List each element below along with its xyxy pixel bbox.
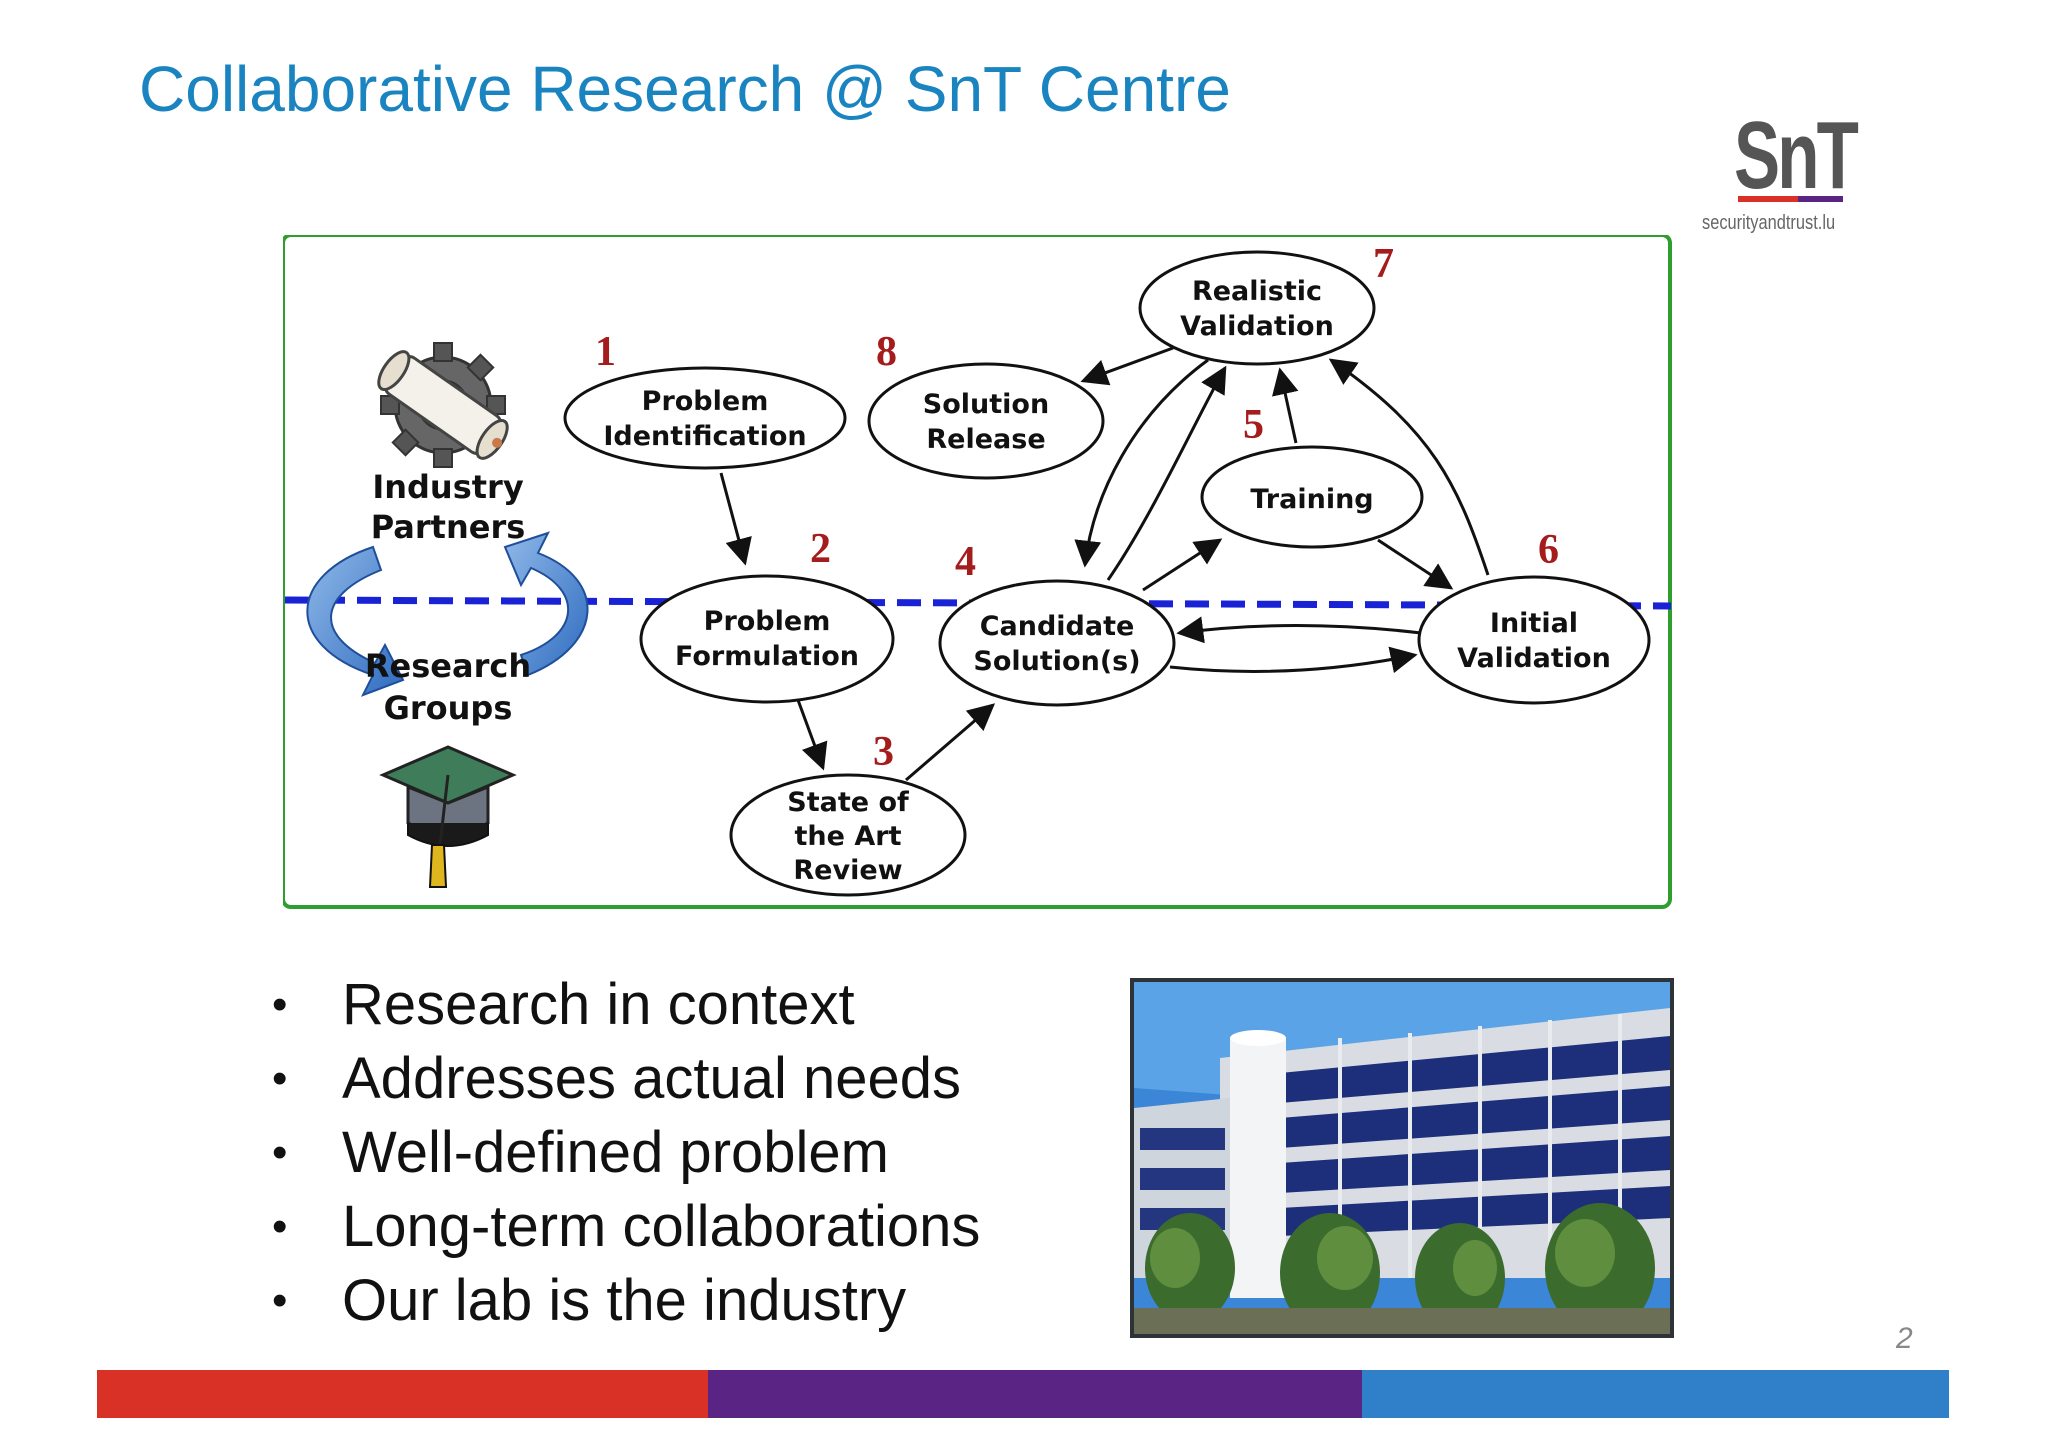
bullet-list: • Research in context • Addresses actual n…: [262, 968, 980, 1338]
curved-arrow-left: [306, 545, 405, 697]
diagram-frame: [283, 235, 1672, 909]
node-label-line: Problem: [704, 606, 831, 637]
node-label-line: Validation: [1457, 643, 1611, 674]
flow-arrows: [719, 346, 1490, 782]
node-training: Training 5: [1200, 402, 1424, 549]
node-solution-release: Solution Release 8: [867, 329, 1105, 480]
node-label-line: Formulation: [675, 641, 859, 672]
bullet-item: • Long-term collaborations: [262, 1190, 980, 1264]
node-problem-identification: Problem Identification 1: [563, 329, 847, 470]
bullet-dot: •: [272, 1054, 288, 1103]
logo-mark: SnT: [1734, 102, 1859, 209]
node-label-line: Problem: [642, 386, 769, 417]
node-problem-formulation: Problem Formulation 2: [639, 526, 895, 704]
footer-bar-purple: [708, 1370, 1362, 1418]
bullet-dot: •: [272, 1276, 288, 1325]
footer-bar-red: [97, 1370, 708, 1418]
step-number: 2: [810, 526, 831, 572]
node-label-line: Solution(s): [973, 646, 1140, 677]
bullet-dot: •: [272, 980, 288, 1029]
node-state-of-the-art-review: State of the Art Review 3: [729, 729, 967, 897]
node-initial-validation: Initial Validation 6: [1417, 527, 1651, 705]
bullet-dot: •: [272, 1202, 288, 1251]
industry-label-line1: Industry: [372, 468, 524, 506]
node-label-line: Candidate: [980, 611, 1135, 642]
node-label-line: Identification: [603, 421, 806, 452]
footer-bar-blue: [1362, 1370, 1949, 1418]
node-label-line: Training: [1250, 484, 1373, 515]
step-number: 8: [876, 329, 897, 375]
step-number: 1: [595, 329, 616, 375]
bullet-item: • Addresses actual needs: [262, 1042, 980, 1116]
industry-label-line2: Partners: [371, 508, 526, 546]
step-number: 4: [955, 539, 976, 585]
step-number: 6: [1538, 527, 1559, 573]
research-label-line2: Groups: [384, 689, 513, 727]
node-realistic-validation: Realistic Validation 7: [1138, 241, 1394, 366]
node-label-line: Solution: [923, 389, 1049, 420]
curved-arrow-right: [503, 531, 589, 677]
logo-bar-red: [1738, 196, 1798, 202]
bullet-text: Research in context: [342, 972, 855, 1037]
node-label-line: Validation: [1180, 311, 1334, 342]
node-label-line: Realistic: [1192, 276, 1322, 307]
building-photo: [1130, 978, 1674, 1338]
bullet-text: Our lab is the industry: [342, 1268, 907, 1333]
logo-url: securityandtrust.lu: [1702, 212, 1836, 234]
node-candidate-solutions: Candidate Solution(s) 4: [938, 539, 1176, 707]
logo-bar-purple: [1798, 196, 1843, 202]
node-label-line: Release: [926, 424, 1045, 455]
step-number: 7: [1373, 241, 1394, 287]
step-number: 3: [873, 729, 894, 775]
node-label-line: Initial: [1490, 608, 1578, 639]
page-number: 2: [1896, 1322, 1913, 1355]
node-label-line: State of: [787, 787, 909, 818]
slide-title: Collaborative Research @ SnT Centre: [139, 53, 1231, 125]
bullet-text: Long-term collaborations: [342, 1194, 981, 1259]
snt-logo: SnT securityandtrust.lu: [1700, 108, 1880, 248]
scroll-icon: [377, 350, 509, 460]
node-label-line: Review: [793, 855, 902, 886]
research-process-diagram: Industry Partners Research Groups Proble…: [283, 235, 1672, 909]
step-number: 5: [1243, 402, 1264, 448]
graduation-cap-icon: [379, 745, 517, 888]
node-label-line: the Art: [795, 821, 902, 852]
bullet-text: Addresses actual needs: [342, 1046, 962, 1111]
research-label-line1: Research: [365, 647, 531, 685]
bullet-text: Well-defined problem: [342, 1120, 889, 1185]
bullet-item: • Well-defined problem: [262, 1116, 980, 1190]
bullet-item: • Research in context: [262, 968, 980, 1042]
bullet-dot: •: [272, 1128, 288, 1177]
bullet-item: • Our lab is the industry: [262, 1264, 980, 1338]
